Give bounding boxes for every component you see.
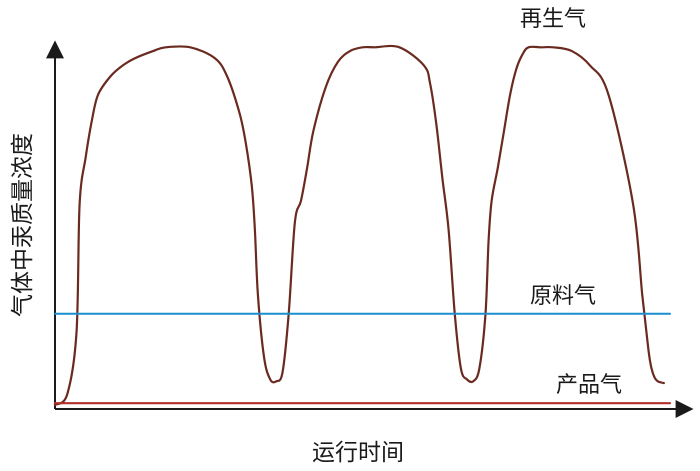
series-layer: [53, 44, 672, 407]
series-label-product: 产品气: [556, 373, 622, 398]
x-axis-label: 运行时间: [312, 440, 404, 466]
y-axis-label: 气体中汞质量浓度: [10, 133, 36, 317]
series-label-feed: 原料气: [530, 284, 596, 309]
series-label-regen: 再生气: [520, 7, 586, 32]
series-line-regen: [53, 44, 665, 407]
